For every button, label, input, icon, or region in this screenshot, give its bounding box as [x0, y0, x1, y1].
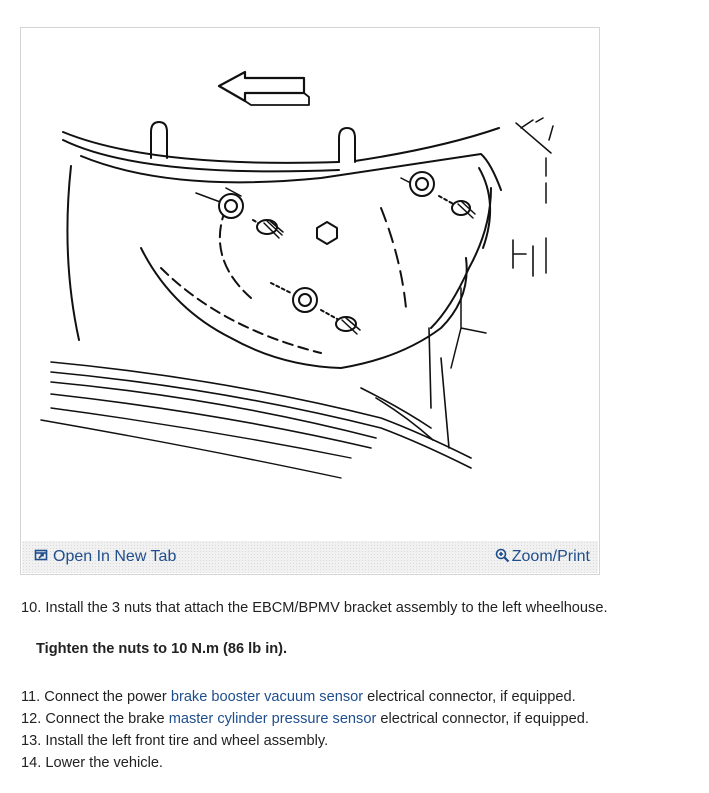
- step-text: Install the 3 nuts that attach the EBCM/…: [45, 600, 608, 616]
- upper-panel: [62, 127, 500, 164]
- nut-3: [270, 282, 361, 335]
- step-text: Lower the vehicle.: [45, 755, 163, 771]
- brake-booster-vacuum-sensor-link[interactable]: brake booster vacuum sensor: [170, 689, 364, 705]
- step-12: 12. Connect the brake master cylinder pr…: [21, 708, 589, 730]
- step-text: Connect the power: [44, 689, 171, 705]
- step-number: 13.: [21, 733, 42, 749]
- step-text: electrical connector, if equipped.: [376, 711, 589, 727]
- stud-left: [150, 121, 168, 159]
- step-10: 10. Install the 3 nuts that attach the E…: [21, 597, 608, 619]
- open-in-new-tab-label: Open In New Tab: [53, 548, 177, 565]
- nut-1: [218, 193, 284, 239]
- step-number: 10.: [21, 600, 42, 616]
- open-in-new-tab-icon: [34, 549, 48, 564]
- open-in-new-tab-link[interactable]: Open In New Tab: [34, 548, 176, 566]
- direction-arrow: [217, 70, 310, 106]
- steps-list: 11. Connect the power brake booster vacu…: [21, 686, 589, 774]
- center-stud: [316, 221, 338, 245]
- bracket-diagram: [40, 70, 554, 479]
- figure-toolbar: Open In New Tab Zoom/Print: [22, 541, 598, 573]
- ebcm-bracket: [140, 247, 468, 369]
- step-number: 11.: [21, 689, 41, 705]
- step-11: 11. Connect the power brake booster vacu…: [21, 686, 589, 708]
- step-text: electrical connector, if equipped.: [363, 689, 576, 705]
- step-14: 14. Lower the vehicle.: [21, 752, 589, 774]
- step-text: Install the left front tire and wheel as…: [45, 733, 329, 749]
- step-number: 14.: [21, 755, 42, 771]
- figure-frame: Open In New Tab Zoom/Print: [20, 27, 600, 575]
- master-cylinder-pressure-sensor-link[interactable]: master cylinder pressure sensor: [168, 711, 377, 727]
- stud-right: [338, 127, 356, 163]
- zoom-print-label: Zoom/Print: [511, 548, 590, 565]
- torque-note: Tighten the nuts to 10 N.m (86 lb in).: [36, 641, 288, 657]
- zoom-print-link[interactable]: Zoom/Print: [495, 548, 590, 566]
- zoom-magnifier-icon: [495, 548, 510, 564]
- step-number: 12.: [21, 711, 42, 727]
- step-13: 13. Install the left front tire and whee…: [21, 730, 589, 752]
- nut-2: [409, 171, 476, 219]
- step-text: Connect the brake: [45, 711, 169, 727]
